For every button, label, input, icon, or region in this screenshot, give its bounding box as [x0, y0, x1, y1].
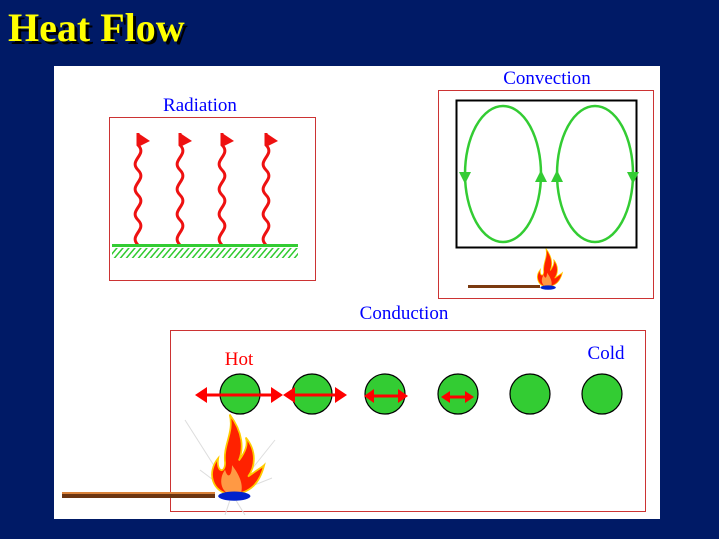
arrow-up-icon — [535, 170, 547, 182]
double-arrow-icon — [195, 387, 283, 403]
radiation-wave — [175, 133, 192, 247]
particle — [581, 373, 623, 415]
radiation-box — [109, 117, 316, 281]
convection-section: Convection — [438, 68, 654, 299]
hot-label: Hot — [225, 349, 254, 370]
conduction-label: Conduction — [360, 303, 449, 324]
match-stick — [468, 285, 540, 288]
arrow-down-icon — [459, 172, 471, 184]
conduction-section: Conduction Hot Cold — [62, 303, 646, 516]
particle — [437, 373, 479, 415]
radiation-section: Radiation — [109, 95, 316, 281]
radiation-label: Radiation — [163, 95, 237, 116]
particle — [509, 373, 551, 415]
radiation-wave — [133, 133, 150, 247]
conduction-box — [170, 330, 646, 512]
match-stick — [62, 492, 215, 498]
radiation-wave — [217, 133, 234, 247]
convection-arrows — [459, 170, 639, 184]
arrow-up-icon — [551, 170, 563, 182]
vibration-arrows — [195, 387, 474, 403]
convection-label: Convection — [503, 68, 591, 89]
convection-box — [438, 90, 654, 299]
ground-line — [112, 244, 298, 247]
content-panel — [54, 66, 660, 519]
ground-hatching — [112, 248, 298, 258]
slide-title: Heat Flow — [8, 5, 185, 50]
double-arrow-icon — [283, 387, 347, 403]
double-arrow-icon — [364, 389, 408, 403]
radiation-waves — [133, 133, 278, 247]
double-arrow-icon — [441, 391, 474, 403]
match-stick-highlight — [62, 492, 215, 494]
cold-label: Cold — [588, 343, 625, 364]
radiation-wave — [261, 133, 278, 247]
arrow-down-icon — [627, 172, 639, 184]
